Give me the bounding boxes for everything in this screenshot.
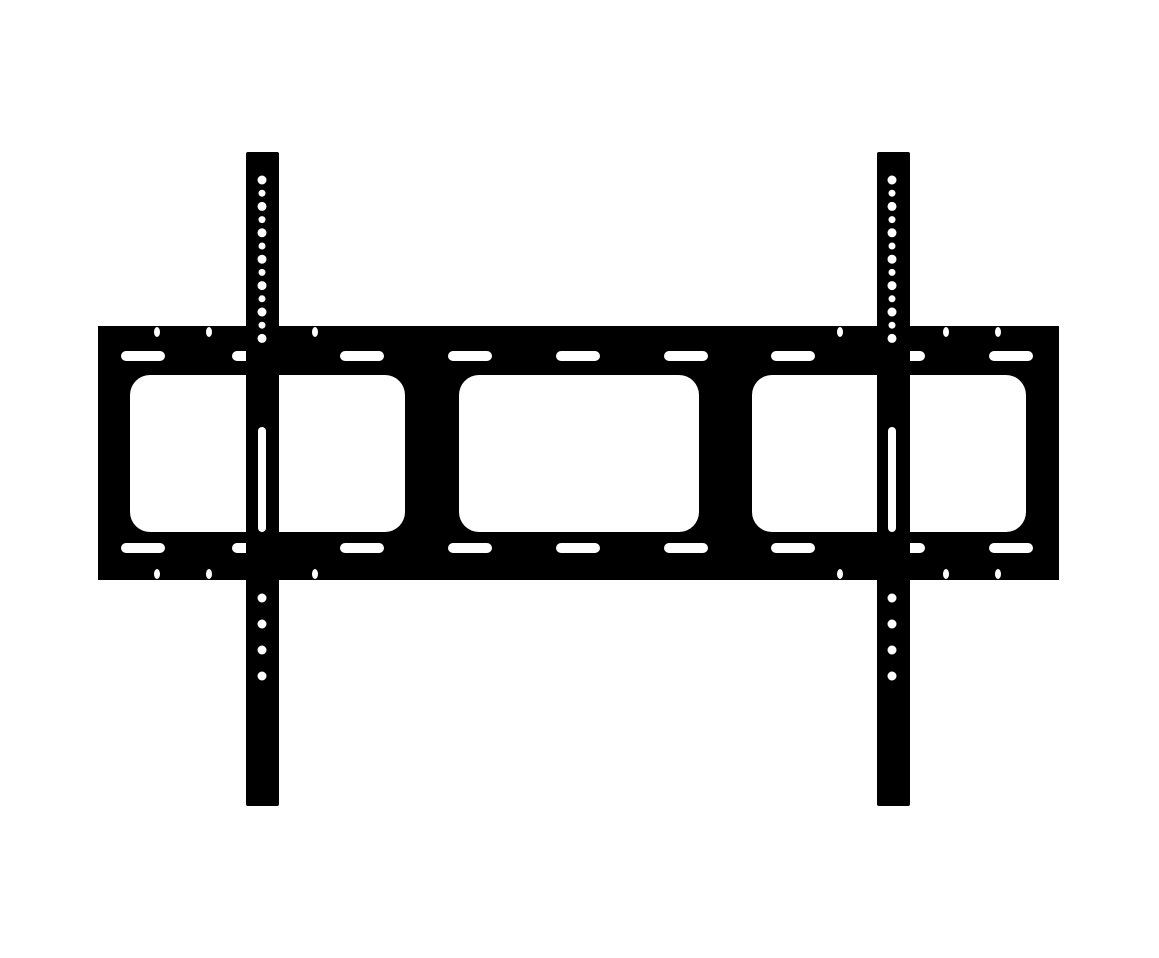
arm-hole	[888, 216, 896, 224]
arm-hole	[888, 321, 896, 329]
arm-hole	[887, 281, 897, 291]
plate-slot	[448, 351, 492, 361]
arm-hole	[257, 228, 267, 238]
plate-hole	[995, 569, 1001, 579]
arm-hole	[258, 189, 266, 197]
arm-hole	[258, 295, 266, 303]
arm-hole	[258, 216, 266, 224]
plate-hole	[206, 569, 212, 579]
plate-hole	[943, 569, 949, 579]
arm-hole	[887, 671, 897, 681]
arm-hole	[257, 333, 267, 343]
arm-hole	[257, 254, 267, 264]
arm-hole	[887, 593, 897, 603]
plate-slot	[340, 351, 384, 361]
arm-hole	[257, 645, 267, 655]
plate-hole	[837, 569, 843, 579]
plate-hole	[943, 327, 949, 337]
arm-hole	[887, 645, 897, 655]
plate-hole	[995, 327, 1001, 337]
arm-hole	[887, 175, 897, 185]
plate-slot	[556, 351, 600, 361]
plate-slot	[448, 543, 492, 553]
arm-hole	[888, 295, 896, 303]
arm-hole	[887, 619, 897, 629]
arm-hole	[887, 201, 897, 211]
plate-hole	[206, 327, 212, 337]
arm-hole	[888, 189, 896, 197]
arm-hole	[257, 175, 267, 185]
arm-hole	[887, 333, 897, 343]
arm-hole	[888, 268, 896, 276]
arm-hole	[257, 281, 267, 291]
plate-slot	[771, 543, 815, 553]
arm-hole	[887, 307, 897, 317]
arm-hole	[257, 593, 267, 603]
plate-hole	[154, 327, 160, 337]
plate-slot	[664, 543, 708, 553]
arm-hole	[258, 268, 266, 276]
arm-hole	[258, 321, 266, 329]
arm-hole	[258, 242, 266, 250]
arm-slot	[258, 427, 266, 532]
wall-plate	[98, 326, 1059, 580]
arm-slot	[888, 427, 896, 532]
plate-slot	[989, 543, 1033, 553]
arm-hole	[887, 254, 897, 264]
plate-hole	[837, 327, 843, 337]
arm-hole	[887, 228, 897, 238]
vertical-arms	[246, 152, 910, 806]
plate-slot	[340, 543, 384, 553]
plate-slot	[989, 351, 1033, 361]
arm-hole	[257, 307, 267, 317]
arm-hole	[257, 201, 267, 211]
arm-hole	[257, 619, 267, 629]
plate-slot	[771, 351, 815, 361]
plate-hole	[312, 569, 318, 579]
plate-window	[459, 375, 699, 532]
plate-hole	[154, 569, 160, 579]
arm-hole	[257, 671, 267, 681]
plate-slot	[664, 351, 708, 361]
arm-hole	[888, 242, 896, 250]
plate-slot	[121, 543, 165, 553]
plate-slot	[556, 543, 600, 553]
plate-slot	[121, 351, 165, 361]
plate-hole	[312, 327, 318, 337]
